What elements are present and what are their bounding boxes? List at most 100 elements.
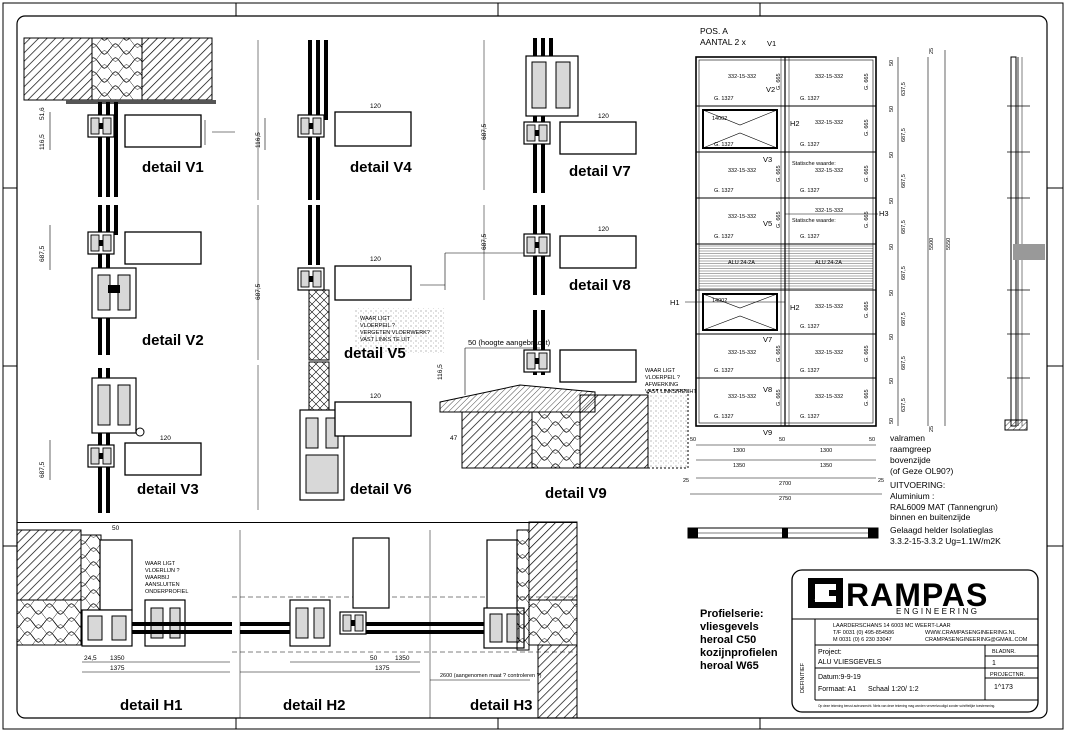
svg-text:G. 1327: G. 1327 (800, 368, 820, 374)
svg-text:25: 25 (929, 48, 935, 54)
legend: valramen raamgreep bovenzijde (of Geze O… (890, 433, 1001, 546)
svg-text:V9: V9 (763, 428, 772, 437)
svg-text:G. 1327: G. 1327 (800, 414, 820, 420)
svg-text:RAL6009 MAT (Tannengrun): RAL6009 MAT (Tannengrun) (890, 502, 998, 512)
logo-c: C (814, 599, 815, 601)
svg-text:2750: 2750 (779, 496, 791, 502)
svg-text:Statische waarde:: Statische waarde: (792, 161, 836, 167)
svg-text:G. 665: G. 665 (864, 211, 870, 228)
svg-text:1350: 1350 (110, 655, 125, 662)
svg-text:V8: V8 (763, 385, 772, 394)
detail-v7-drawing: 120 687,5 (481, 38, 637, 193)
detail-v6-drawing: 120 (257, 361, 412, 510)
svg-text:50 (hoogte aangebracht): 50 (hoogte aangebracht) (468, 338, 551, 347)
svg-text:47: 47 (450, 435, 458, 442)
svg-text:G. 665: G. 665 (864, 119, 870, 136)
label-detail-v5: detail V5 (344, 345, 406, 362)
label-detail-v1: detail V1 (142, 159, 204, 176)
svg-text:binnen en buitenzijde: binnen en buitenzijde (890, 512, 971, 522)
svg-text:120: 120 (598, 113, 609, 120)
svg-text:H2: H2 (790, 119, 800, 128)
svg-text:2700: 2700 (779, 481, 791, 487)
svg-text:687,5: 687,5 (255, 283, 262, 300)
detail-v5-drawing: 120 687,5 WAAR LIGT VLOERPEIL ? VERGETEN… (255, 205, 445, 361)
svg-text:687,5: 687,5 (481, 123, 488, 140)
svg-text:PROJECTNR.: PROJECTNR. (990, 672, 1026, 678)
svg-text:G. 665: G. 665 (864, 73, 870, 90)
svg-text:G. 1327: G. 1327 (800, 188, 820, 194)
svg-text:1350: 1350 (395, 655, 410, 662)
svg-text:G. 665: G. 665 (864, 301, 870, 318)
svg-text:687,5: 687,5 (901, 174, 907, 188)
svg-text:VAST LINKS TE UIT: VAST LINKS TE UIT (360, 337, 411, 343)
svg-text:116,5: 116,5 (255, 132, 262, 148)
svg-text:G. 665: G. 665 (776, 73, 782, 90)
svg-text:50: 50 (889, 244, 895, 250)
detail-v3-drawing: 120 687,5 (39, 368, 202, 513)
svg-text:G. 665: G. 665 (776, 211, 782, 228)
svg-text:POS. A: POS. A (700, 26, 728, 36)
svg-text:120: 120 (370, 393, 381, 400)
label-detail-v8: detail V8 (569, 277, 631, 294)
detail-v4-drawing: 120 116,5 (255, 40, 412, 200)
svg-text:G. 665: G. 665 (776, 165, 782, 182)
svg-text:V3: V3 (763, 155, 772, 164)
detail-v8-drawing: 120 687,5 (444, 205, 637, 300)
svg-text:50: 50 (889, 378, 895, 384)
detail-v1-drawing: 51,6 116,5 (23, 37, 235, 197)
svg-text:Op deze tekening berust auteur: Op deze tekening berust auteursrecht. Ni… (818, 704, 995, 708)
svg-text:332-15-332: 332-15-332 (728, 214, 756, 220)
svg-text:50: 50 (869, 437, 875, 443)
svg-text:5550: 5550 (946, 238, 952, 250)
svg-text:CRAMPASENGINEERING@GMAIL.COM: CRAMPASENGINEERING@GMAIL.COM (925, 637, 1028, 643)
svg-text:50: 50 (889, 106, 895, 112)
svg-text:332-15-332: 332-15-332 (815, 168, 843, 174)
svg-text:1: 1 (992, 660, 996, 667)
svg-text:G. 1327: G. 1327 (800, 324, 820, 330)
svg-text:Profielserie:: Profielserie: (700, 608, 764, 620)
svg-text:WWW.CRAMPASENGINEERING.NL: WWW.CRAMPASENGINEERING.NL (925, 630, 1016, 636)
svg-text:G. 1327: G. 1327 (714, 368, 734, 374)
svg-text:332-15-332: 332-15-332 (728, 394, 756, 400)
svg-text:kozijnprofielen: kozijnprofielen (700, 647, 778, 659)
svg-text:687,5: 687,5 (481, 233, 488, 250)
svg-text:V7: V7 (763, 335, 772, 344)
svg-text:G. 1327: G. 1327 (714, 96, 734, 102)
label-detail-v6: detail V6 (350, 481, 412, 498)
svg-text:H3: H3 (879, 209, 889, 218)
svg-text:V1: V1 (767, 39, 776, 48)
svg-text:687,5: 687,5 (901, 128, 907, 142)
label-detail-v3: detail V3 (137, 481, 199, 498)
svg-text:116,5: 116,5 (437, 364, 444, 380)
label-detail-v4: detail V4 (350, 159, 412, 176)
label-detail-v9: detail V9 (545, 485, 607, 502)
svg-text:120: 120 (160, 435, 171, 442)
svg-text:V5: V5 (763, 219, 772, 228)
svg-text:50: 50 (779, 437, 785, 443)
svg-text:H1: H1 (670, 298, 680, 307)
svg-text:25: 25 (878, 478, 884, 484)
svg-text:VAST LINKS/RECHTS: VAST LINKS/RECHTS (645, 389, 701, 395)
svg-text:1350: 1350 (820, 463, 832, 469)
svg-text:687,5: 687,5 (901, 312, 907, 326)
svg-text:ALU 24-2A: ALU 24-2A (728, 260, 755, 266)
svg-text:G. 665: G. 665 (864, 345, 870, 362)
svg-text:332-15-332: 332-15-332 (728, 74, 756, 80)
svg-text:1375: 1375 (375, 665, 390, 672)
detail-h3-drawing: 2600 (aangenomen maat ? controleren ?) (429, 521, 578, 719)
title-block: C RAMPAS ENGINEERING LAARDERSCHANS 14 60… (791, 569, 1039, 713)
svg-text:UITVOERING:: UITVOERING: (890, 480, 945, 490)
label-detail-h3: detail H3 (470, 697, 533, 714)
v5-note: WAAR LIGT VLOERPEIL ? VERGETEN VLOERWERK… (360, 316, 430, 343)
svg-text:raamgreep: raamgreep (890, 444, 931, 454)
svg-text:Formaat: A1: Formaat: A1 (818, 686, 856, 693)
svg-text:AFWERKING: AFWERKING (645, 382, 678, 388)
svg-text:vliesgevels: vliesgevels (700, 621, 759, 633)
svg-text:332-15-332: 332-15-332 (728, 350, 756, 356)
svg-text:heroal W65: heroal W65 (700, 660, 759, 672)
side-section (1004, 56, 1045, 431)
detail-v2-drawing: 687,5 (39, 205, 202, 355)
label-detail-h2: detail H2 (283, 697, 346, 714)
svg-text:332-15-332: 332-15-332 (815, 120, 843, 126)
